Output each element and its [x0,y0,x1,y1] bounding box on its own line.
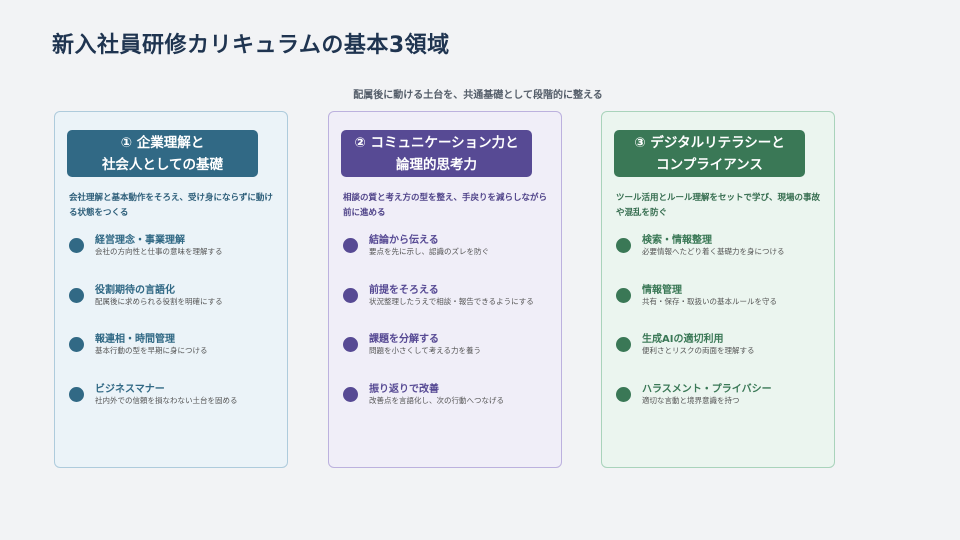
item-description: 状況整理したうえで相談・報告できるようにする [369,297,534,306]
page-subtitle: 配属後に動ける土台を、共通基礎として段階的に整える [353,90,603,101]
bullet-icon [69,337,84,352]
item-description: 基本行動の型を早期に身につける [95,346,208,355]
card-heading: ③ デジタルリテラシーと コンプライアンス [614,130,805,177]
item-title: 課題を分解する [369,334,439,345]
bullet-icon [343,337,358,352]
card-heading-line2: 論理的思考力 [396,157,477,173]
card-description: ツール活用とルール理解をセットで学び、現場の事故や混乱を防ぐ [616,193,821,218]
item-title: 振り返りで改善 [369,384,439,395]
item-description: 便利さとリスクの両面を理解する [642,346,755,355]
card-description: 会社理解と基本動作をそろえ、受け身にならずに動ける状態をつくる [69,193,273,218]
item-description: 社内外での信頼を損なわない土台を固める [95,396,238,405]
domain-card-2: ② コミュニケーション力と 論理的思考力 相談の質と考え方の型を整え、手戻りを減… [328,111,562,468]
item-title: ビジネスマナー [95,384,165,395]
item-title: 情報管理 [642,285,682,296]
item-description: 適切な言動と境界意識を持つ [642,396,740,405]
item-title: 結論から伝える [369,235,439,246]
page-title: 新入社員研修カリキュラムの基本3領域 [52,33,450,58]
bullet-icon [616,337,631,352]
item-description: 共有・保存・取扱いの基本ルールを守る [642,297,777,306]
card-heading: ① 企業理解と 社会人としての基礎 [67,130,258,177]
card-heading-line1: ② コミュニケーション力と [354,135,519,151]
card-heading-line1: ① 企業理解と [120,135,205,151]
bullet-icon [343,288,358,303]
bullet-icon [616,238,631,253]
domain-card-1: ① 企業理解と 社会人としての基礎 会社理解と基本動作をそろえ、受け身にならずに… [54,111,288,468]
item-title: 生成AIの適切利用 [642,334,724,345]
item-description: 改善点を言語化し、次の行動へつなげる [369,396,504,405]
item-title: 報連相・時間管理 [95,334,175,345]
item-description: 必要情報へたどり着く基礎力を身につける [642,247,785,256]
item-title: 経営理念・事業理解 [95,235,185,246]
bullet-icon [69,288,84,303]
card-heading-line1: ③ デジタルリテラシーと [634,135,785,151]
item-description: 会社の方向性と仕事の意味を理解する [95,247,223,256]
domain-card-3: ③ デジタルリテラシーと コンプライアンス ツール活用とルール理解をセットで学び… [601,111,835,468]
item-description: 配属後に求められる役割を明確にする [95,297,223,306]
bullet-icon [616,288,631,303]
bullet-icon [616,387,631,402]
item-title: 検索・情報整理 [642,235,712,246]
card-heading: ② コミュニケーション力と 論理的思考力 [341,130,532,177]
bullet-icon [343,238,358,253]
item-description: 問題を小さくして考える力を養う [369,346,482,355]
bullet-icon [69,238,84,253]
card-description: 相談の質と考え方の型を整え、手戻りを減らしながら前に進める [343,193,548,218]
item-title: 前提をそろえる [369,285,439,296]
item-title: 役割期待の言語化 [95,285,175,296]
item-description: 要点を先に示し、認識のズレを防ぐ [369,247,489,256]
card-heading-line2: コンプライアンス [656,157,763,173]
bullet-icon [343,387,358,402]
card-heading-line2: 社会人としての基礎 [101,157,224,173]
item-title: ハラスメント・プライバシー [642,384,772,395]
bullet-icon [69,387,84,402]
